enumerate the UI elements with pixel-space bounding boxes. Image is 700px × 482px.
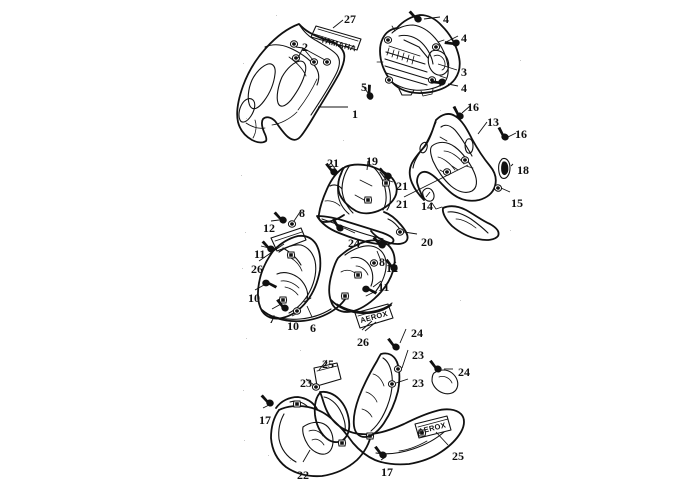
callout-number: 12 (386, 261, 398, 275)
callout-number: 24 (411, 326, 423, 340)
callout-number: 24 (348, 236, 360, 250)
callout-number: 5 (361, 80, 367, 94)
callout-number: 4 (461, 81, 467, 95)
callout-number: 13 (487, 115, 499, 129)
callout-number: 23 (412, 348, 424, 362)
callout-number: 11 (254, 247, 266, 261)
callout-number: 6 (310, 321, 316, 335)
callout-number: 24 (458, 365, 470, 379)
callout-number: 12 (263, 221, 275, 235)
decal-aerox-right: AEROX (414, 415, 452, 439)
callout-number: 16 (515, 127, 527, 141)
callout-number: 21 (327, 156, 339, 170)
svg-text:YAMAHA: YAMAHA (319, 35, 357, 53)
part-lower-center-panel (316, 163, 409, 246)
part-floor-panel (270, 390, 465, 478)
callout-number: 17 (381, 465, 393, 479)
callout-number: 27 (344, 12, 356, 26)
callout-number: 26 (251, 262, 263, 276)
callout-number: 4 (443, 12, 449, 26)
part-yamaha-emblem: YAMAHA (310, 25, 362, 53)
callout-number: 3 (461, 65, 467, 79)
callout-number: 7 (269, 312, 275, 326)
leader-lines-bottom-cluster (262, 320, 453, 463)
callout-number: 2 (302, 40, 308, 54)
callout-number: 11 (378, 280, 390, 294)
callout-number: 21 (396, 197, 408, 211)
callout-number: 19 (366, 154, 378, 168)
leader-lines-legshield (403, 105, 517, 198)
part-right-mid-panel (328, 239, 396, 315)
leader-lines-right-mid (364, 250, 397, 332)
part-grommet-18 (498, 157, 511, 179)
callout-number: 1 (352, 107, 358, 121)
hardware-screws-legshield (449, 105, 512, 193)
callout-number: 16 (467, 100, 479, 114)
callout-number: 22 (297, 468, 309, 482)
callout-number: 17 (259, 413, 271, 427)
scan-noise (241, 15, 521, 467)
part-tab-25 (313, 362, 342, 387)
callout-number: 25 (452, 449, 464, 463)
part-front-grill-unit (376, 14, 461, 97)
callout-number: 18 (517, 163, 529, 177)
callout-number: 25 (322, 357, 334, 371)
hardware-screws-center-panel (322, 162, 394, 233)
callout-number: 15 (511, 196, 523, 210)
part-bracket-right-lower (431, 369, 459, 395)
part-bracket-flat-left (270, 227, 307, 252)
svg-text:AEROX: AEROX (359, 309, 389, 325)
callout-number: 4 (461, 31, 467, 45)
callout-number: 10 (287, 319, 299, 333)
leader-lines-grill (362, 16, 459, 94)
leader-lines-left-cluster (254, 211, 313, 318)
callout-number: 21 (396, 179, 408, 193)
callout-number: 23 (412, 376, 424, 390)
callout-number: 26 (357, 335, 369, 349)
leader-lines-center-panel (330, 160, 418, 235)
callout-number: 14 (421, 199, 433, 213)
callout-number: 8 (299, 206, 305, 220)
part-inner-leg-shield (408, 113, 500, 241)
callout-number: 8 (379, 255, 385, 269)
part-side-skirt-panel (352, 352, 401, 438)
callout-number: 10 (248, 291, 260, 305)
callout-number: 20 (421, 235, 433, 249)
callout-number: 23 (300, 376, 312, 390)
leader-lines-cowling (295, 19, 348, 108)
